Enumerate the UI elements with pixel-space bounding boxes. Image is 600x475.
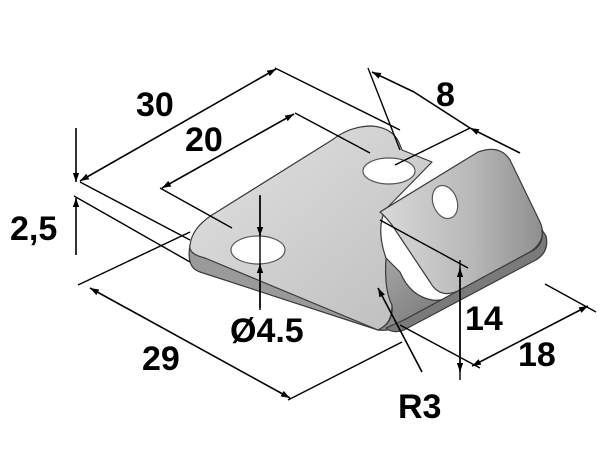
- flange-hole: [431, 184, 459, 220]
- dim-label-overall-length: 30: [136, 86, 174, 124]
- dim-label-hole-spacing: 20: [185, 121, 223, 159]
- dimension-lines: [72, 68, 589, 399]
- dim-label-flange-offset: 8: [436, 76, 455, 114]
- plate-hole-left: [230, 235, 286, 265]
- plate-hole-right: [362, 157, 416, 185]
- dim-label-flange-depth: 18: [518, 336, 556, 374]
- dim-label-base-width: 29: [142, 340, 180, 378]
- dim-label-hole-diameter: Ø4.5: [230, 312, 304, 350]
- dim-label-thickness: 2,5: [10, 210, 57, 248]
- bracket-part: [188, 125, 548, 333]
- dim-label-flange-height: 14: [465, 300, 503, 338]
- dim-label-bend-radius: R3: [398, 388, 441, 426]
- flange-right-edge: [385, 229, 548, 333]
